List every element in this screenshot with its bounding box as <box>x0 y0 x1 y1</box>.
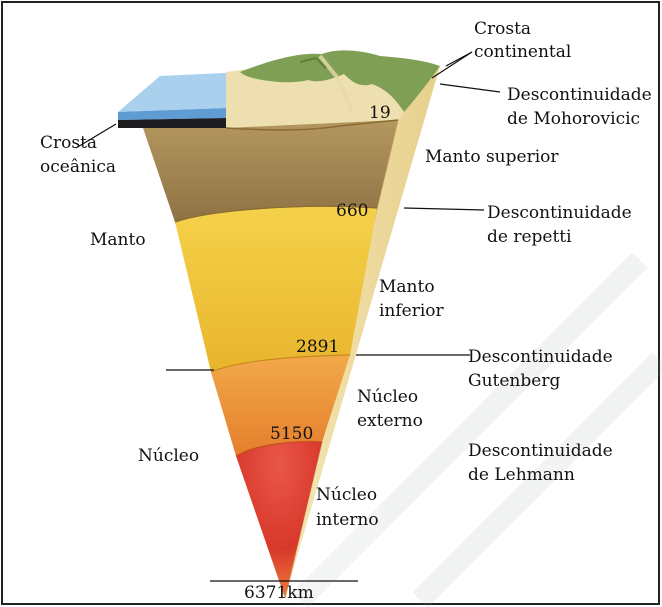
upper-mantle-layer <box>143 120 398 222</box>
label-manto-superior: Manto superior <box>425 147 559 167</box>
label-gutenberg-2: Gutenberg <box>468 371 560 391</box>
outer-core-layer <box>211 355 350 456</box>
depth-repetti: 660 <box>336 201 368 221</box>
label-manto-inferior-2: inferior <box>379 301 445 321</box>
watermark <box>292 252 662 607</box>
label-gutenberg-1: Descontinuidade <box>468 347 613 367</box>
leader-lines <box>75 51 501 582</box>
label-crosta-oceanica-2: oceânica <box>40 157 116 177</box>
inner-core-layer <box>236 441 322 598</box>
label-manto-inferior-1: Manto <box>379 277 435 297</box>
depth-center: 6371km <box>244 583 314 603</box>
label-lehmann-2: de Lehmann <box>468 465 575 485</box>
label-repetti-1: Descontinuidade <box>487 203 632 223</box>
label-moho-1: Descontinuidade <box>507 85 652 105</box>
label-crosta-oceanica-1: Crosta <box>40 133 97 153</box>
label-nucleo-interno-2: interno <box>316 510 379 530</box>
ocean-surface <box>118 72 246 112</box>
continental-vegetation <box>240 50 440 112</box>
cone-side-face <box>285 66 440 598</box>
label-nucleo-externo-2: externo <box>357 411 423 431</box>
depth-moho: 19 <box>369 103 391 123</box>
oceanic-crust-blue <box>118 108 226 120</box>
oceanic-crust-dark <box>118 118 226 128</box>
label-lehmann-1: Descontinuidade <box>468 441 613 461</box>
label-repetti-2: de repetti <box>487 227 572 247</box>
label-moho-2: de Mohorovicic <box>507 109 640 129</box>
label-nucleo: Núcleo <box>138 446 199 466</box>
label-crosta-continental-1: Crosta <box>474 19 531 39</box>
lower-mantle-layer <box>175 206 377 372</box>
label-manto: Manto <box>90 230 146 250</box>
label-nucleo-interno-1: Núcleo <box>316 485 377 505</box>
label-crosta-continental-2: continental <box>474 42 571 62</box>
depth-gutenberg: 2891 <box>296 337 339 357</box>
label-nucleo-externo-1: Núcleo <box>357 387 418 407</box>
depth-lehmann: 5150 <box>270 424 313 444</box>
